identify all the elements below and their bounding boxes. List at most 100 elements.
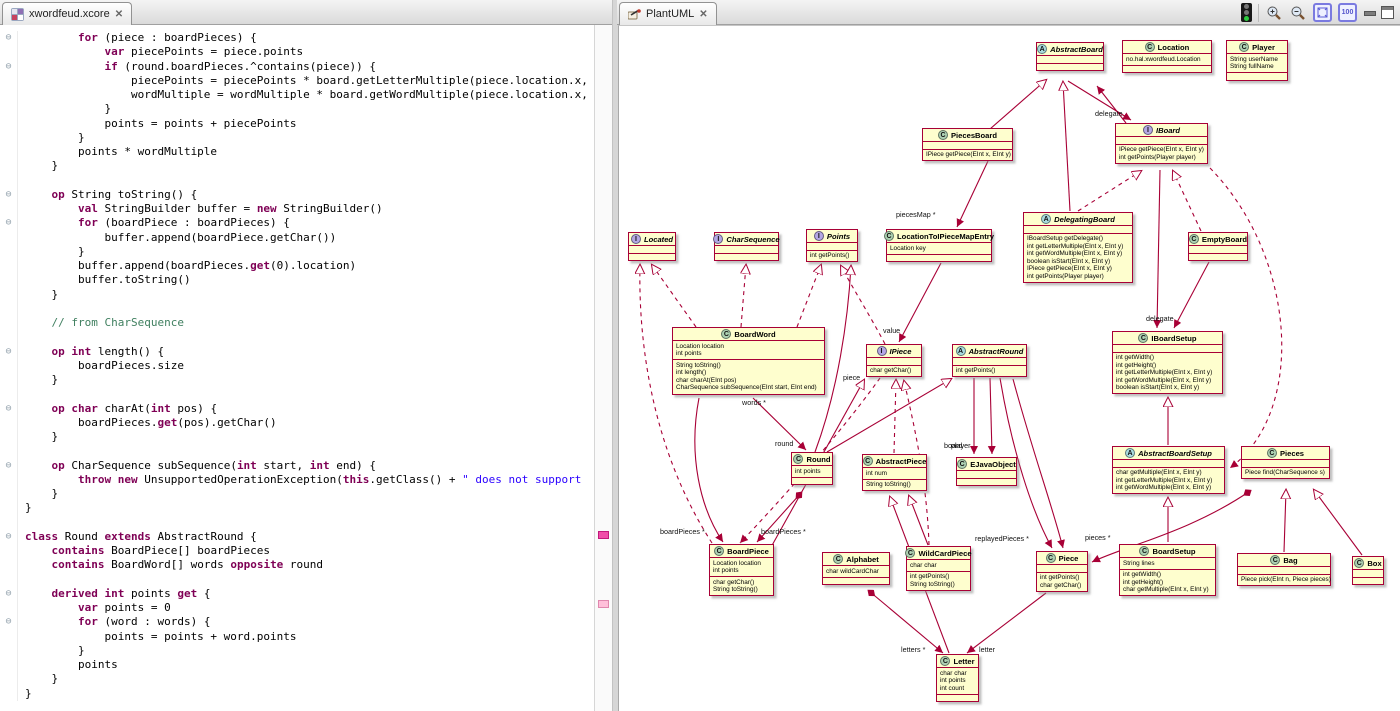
fold-gutter [0, 444, 18, 458]
code-line [0, 516, 594, 530]
code-line: points [0, 658, 594, 672]
code-line: ⊖ op CharSequence subSequence(int start,… [0, 459, 594, 473]
fold-gutter [0, 316, 18, 330]
tab-plantuml[interactable]: PlantUML ✕ [619, 2, 717, 25]
fold-collapse-icon[interactable]: ⊖ [0, 345, 18, 359]
code-area[interactable]: ⊖ for (piece : boardPieces) { var pieceP… [0, 31, 594, 701]
plantuml-tab-label: PlantUML [646, 8, 694, 20]
code-line: ⊖ derived int points get { [0, 587, 594, 601]
fold-collapse-icon[interactable]: ⊖ [0, 587, 18, 601]
diagram-canvas [618, 25, 1400, 711]
fold-collapse-icon[interactable]: ⊖ [0, 31, 18, 45]
fold-collapse-icon[interactable]: ⊖ [0, 216, 18, 230]
code-line: ⊖ for (boardPiece : boardPieces) { [0, 216, 594, 230]
code-line: } [0, 159, 594, 173]
code-line: buffer.append(boardPiece.getChar()) [0, 231, 594, 245]
code-line [0, 444, 594, 458]
plantuml-tabbar: PlantUML ✕ 100 [617, 0, 1400, 25]
tab-close-icon[interactable]: ✕ [115, 9, 123, 20]
fold-gutter [0, 658, 18, 672]
fold-gutter [0, 473, 18, 487]
code-line: } [0, 131, 594, 145]
fold-collapse-icon[interactable]: ⊖ [0, 402, 18, 416]
code-line: ⊖ op String toString() { [0, 188, 594, 202]
code-line: points = points + piecePoints [0, 117, 594, 131]
editor-tabbar: xwordfeud.xcore ✕ [0, 0, 612, 25]
fold-gutter [0, 174, 18, 188]
code-line: piecePoints = piecePoints * board.getLet… [0, 74, 594, 88]
fold-gutter [0, 88, 18, 102]
fold-gutter [0, 630, 18, 644]
code-line: buffer.toString() [0, 273, 594, 287]
fold-gutter [0, 687, 18, 701]
fold-collapse-icon[interactable]: ⊖ [0, 530, 18, 544]
fold-gutter [0, 202, 18, 216]
fold-gutter [0, 330, 18, 344]
traffic-light-icon[interactable] [1241, 3, 1252, 22]
code-line: } [0, 687, 594, 701]
fold-gutter [0, 416, 18, 430]
fold-gutter [0, 245, 18, 259]
fold-gutter [0, 644, 18, 658]
fold-gutter [0, 558, 18, 572]
fold-gutter [0, 273, 18, 287]
zoom-in-button[interactable] [1265, 4, 1283, 22]
fold-collapse-icon[interactable]: ⊖ [0, 60, 18, 74]
fold-gutter [0, 516, 18, 530]
fold-gutter [0, 544, 18, 558]
code-line: } [0, 672, 594, 686]
code-line: points * wordMultiple [0, 145, 594, 159]
code-line: } [0, 430, 594, 444]
zoom-100-button[interactable]: 100 [1338, 3, 1357, 22]
fold-gutter [0, 145, 18, 159]
fold-gutter [0, 74, 18, 88]
fold-collapse-icon[interactable]: ⊖ [0, 188, 18, 202]
fold-collapse-icon[interactable]: ⊖ [0, 459, 18, 473]
zoom-out-button[interactable] [1289, 4, 1307, 22]
plantuml-icon [628, 9, 641, 20]
code-line [0, 302, 594, 316]
minimize-icon[interactable] [1363, 9, 1375, 19]
code-line: var points = 0 [0, 601, 594, 615]
fold-gutter [0, 387, 18, 401]
fold-collapse-icon[interactable]: ⊖ [0, 615, 18, 629]
code-line: boardPieces.get(pos).getChar() [0, 416, 594, 430]
code-line: } [0, 245, 594, 259]
annotation-marker[interactable] [598, 600, 609, 608]
fold-gutter [0, 131, 18, 145]
code-line: ⊖class Round extends AbstractRound { [0, 530, 594, 544]
fold-gutter [0, 231, 18, 245]
fold-gutter [0, 501, 18, 515]
overview-ruler[interactable] [594, 25, 612, 711]
fold-gutter [0, 430, 18, 444]
code-line: contains BoardPiece[] boardPieces [0, 544, 594, 558]
code-line: } [0, 288, 594, 302]
code-editor[interactable]: ⊖ for (piece : boardPieces) { var pieceP… [0, 25, 594, 711]
code-line: } [0, 102, 594, 116]
fit-to-window-button[interactable] [1313, 3, 1332, 22]
code-line [0, 330, 594, 344]
toolbar-separator [1258, 4, 1259, 22]
tab-xwordfeud-xcore[interactable]: xwordfeud.xcore ✕ [2, 2, 132, 25]
fold-gutter [0, 45, 18, 59]
code-line: } [0, 373, 594, 387]
code-line: var piecePoints = piece.points [0, 45, 594, 59]
code-line: } [0, 487, 594, 501]
annotation-marker[interactable] [598, 531, 609, 539]
fold-gutter [0, 159, 18, 173]
code-line: buffer.append(boardPieces.get(0).locatio… [0, 259, 594, 273]
plantuml-toolbar: 100 [1241, 3, 1394, 22]
code-line: ⊖ for (piece : boardPieces) { [0, 31, 594, 45]
fold-gutter [0, 302, 18, 316]
code-line: // from CharSequence [0, 316, 594, 330]
fold-gutter [0, 573, 18, 587]
code-line: ⊖ if (round.boardPieces.^contains(piece)… [0, 60, 594, 74]
maximize-icon[interactable] [1381, 6, 1394, 19]
tab-close-icon[interactable]: ✕ [699, 9, 707, 20]
fold-gutter [0, 259, 18, 273]
fold-gutter [0, 373, 18, 387]
code-line [0, 387, 594, 401]
editor-tab-label: xwordfeud.xcore [29, 8, 110, 20]
code-line: } [0, 644, 594, 658]
